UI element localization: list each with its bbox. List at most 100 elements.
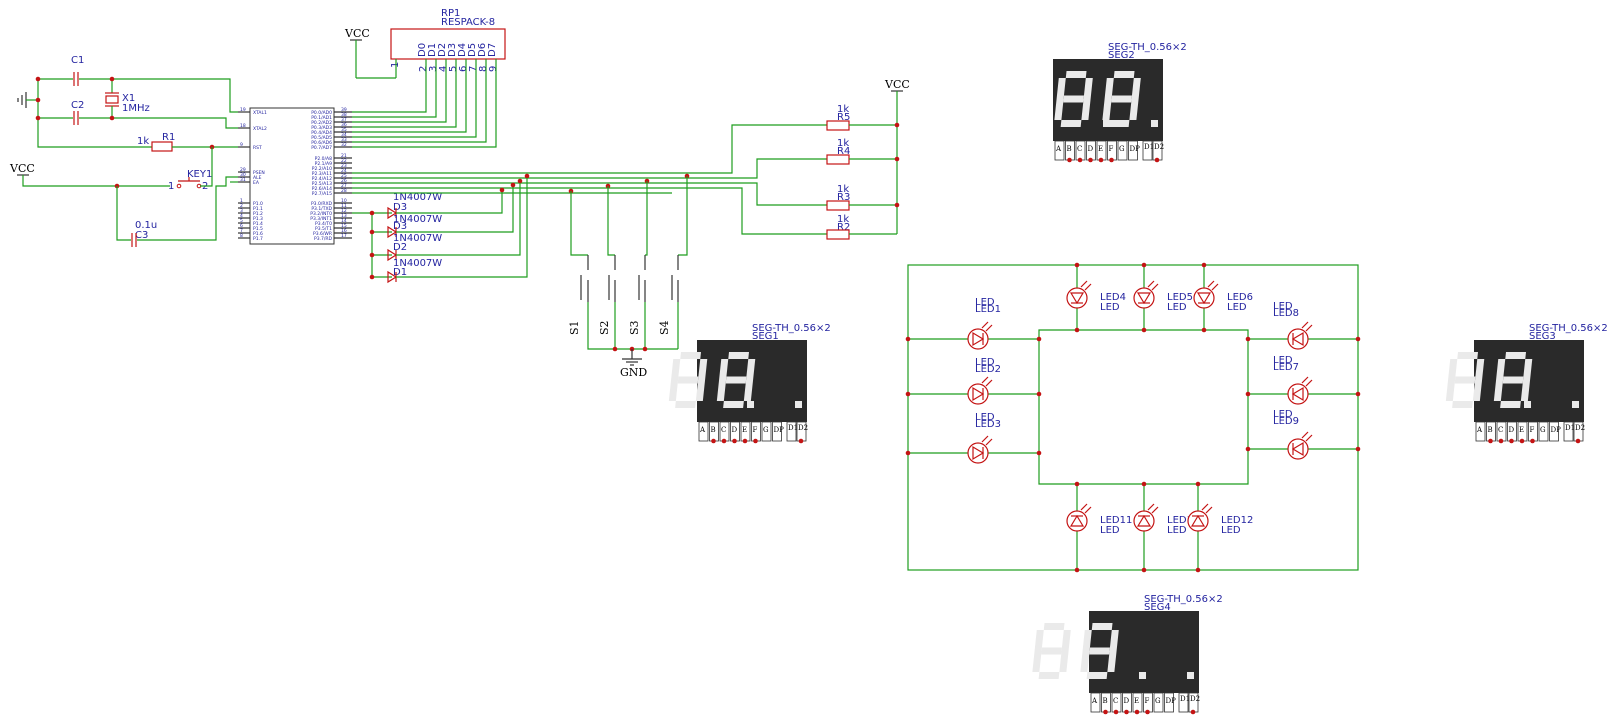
svg-text:3: 3	[240, 208, 243, 214]
svg-text:P2.2/A10: P2.2/A10	[312, 166, 332, 172]
svg-text:D1: D1	[393, 267, 407, 278]
svg-text:9: 9	[488, 66, 499, 72]
seg-pin-label: C	[1498, 426, 1503, 434]
svg-text:6: 6	[458, 66, 469, 72]
seg-pin-label: F	[1109, 145, 1114, 153]
seg-pin-label: C	[1077, 145, 1082, 153]
seg-pin-label: B	[1103, 697, 1108, 705]
svg-text:P1.7: P1.7	[253, 236, 263, 242]
led-value-label: LED	[1100, 525, 1120, 536]
switch-s1: S1	[568, 255, 678, 350]
seg-ref-label: SEG3	[1529, 331, 1556, 342]
svg-text:5: 5	[448, 66, 459, 72]
seg-pin-label: G	[763, 426, 769, 434]
svg-text:P1.5: P1.5	[253, 226, 263, 232]
svg-text:S1: S1	[568, 320, 581, 335]
led-value-label: LED	[1227, 302, 1247, 313]
svg-text:D6: D6	[477, 43, 488, 57]
svg-text:11: 11	[341, 203, 347, 209]
svg-text:27: 27	[341, 183, 347, 189]
led-value-label: LED	[1167, 302, 1187, 313]
svg-text:P3.5/T1: P3.5/T1	[315, 226, 332, 232]
svg-text:1N4007W: 1N4007W	[393, 214, 442, 225]
svg-text:D3: D3	[447, 43, 458, 57]
diode-array: 1N4007W D3 1N4007W D3 1N4007W D2 1N4007W…	[352, 176, 528, 284]
svg-text:VCC: VCC	[344, 27, 370, 40]
seg-pin-label: G	[1155, 697, 1161, 705]
svg-text:3: 3	[428, 66, 439, 72]
led-value-label: LED	[1273, 355, 1293, 366]
led-ref-label: LED9	[1273, 416, 1299, 427]
diode-d1: 1N4007W D1	[387, 176, 528, 284]
svg-text:EA: EA	[253, 180, 260, 186]
seg-value-label: SEG-TH_0.56×2	[752, 323, 831, 334]
svg-text:P0.2/AD2: P0.2/AD2	[311, 120, 332, 126]
rp1-pins: D0 D1 D2 D3 D4 D5 D6 D7 2 3 4 5 6 7 8 9	[417, 43, 499, 72]
svg-text:R2: R2	[837, 222, 850, 233]
svg-text:P0.0/AD0: P0.0/AD0	[311, 110, 332, 116]
svg-text:P0.7/AD7: P0.7/AD7	[311, 145, 332, 151]
seg-pin-label: F	[753, 426, 758, 434]
svg-text:1k: 1k	[837, 104, 849, 115]
svg-text:30: 30	[240, 172, 246, 178]
svg-text:34: 34	[341, 132, 347, 138]
svg-text:21: 21	[341, 153, 347, 159]
svg-text:D3: D3	[393, 221, 407, 232]
svg-text:8: 8	[478, 66, 489, 72]
svg-text:8: 8	[240, 233, 243, 239]
svg-text:P1.0: P1.0	[253, 201, 263, 207]
svg-text:0.1u: 0.1u	[135, 220, 157, 231]
ground-icon-switches	[622, 349, 642, 366]
svg-text:X1: X1	[122, 93, 135, 104]
resistor-r4: 1k R4	[826, 138, 897, 165]
svg-text:1N4007W: 1N4007W	[393, 233, 442, 244]
switch-s3: S3	[628, 255, 646, 349]
svg-text:1N4007W: 1N4007W	[393, 192, 442, 203]
seg-pin-label: B	[1488, 426, 1493, 434]
svg-text:31: 31	[240, 177, 246, 183]
seg-value-label: SEG-TH_0.56×2	[1108, 42, 1187, 53]
svg-text:1k: 1k	[837, 184, 849, 195]
svg-text:RST: RST	[253, 145, 262, 151]
mcu-right-pin-numbers: 39 38 37 36 35 34 33 32 21 22 23 24 25 2…	[341, 107, 347, 239]
svg-text:9: 9	[240, 142, 243, 148]
svg-text:P3.2/INT0: P3.2/INT0	[310, 211, 332, 217]
seg-pin-label: D	[1509, 426, 1515, 434]
svg-text:P1.4: P1.4	[253, 221, 263, 227]
svg-text:P2.4/A12: P2.4/A12	[312, 176, 332, 182]
svg-text:32: 32	[341, 142, 347, 148]
svg-text:D3: D3	[393, 202, 407, 213]
svg-text:17: 17	[341, 233, 347, 239]
led-ref-label: LED6	[1227, 292, 1253, 303]
svg-text:D7: D7	[487, 43, 498, 57]
seg-pin-label: DP	[1166, 697, 1177, 705]
resistor-r5: 1k R5	[826, 104, 897, 131]
seg-value-label: SEG-TH_0.56×2	[1144, 594, 1223, 605]
svg-text:ALE: ALE	[253, 175, 262, 181]
svg-text:23: 23	[341, 163, 347, 169]
led-value-label: LED	[1273, 301, 1293, 312]
seg-pin-label: G	[1119, 145, 1125, 153]
switch-array: S1 S2 S3 S4	[568, 255, 679, 379]
svg-text:38: 38	[341, 112, 347, 118]
svg-text:P0.5/AD5: P0.5/AD5	[311, 135, 332, 141]
svg-text:P1.6: P1.6	[253, 231, 263, 237]
led-value-label: LED	[975, 357, 995, 368]
led-ref-label: LED10	[1167, 515, 1199, 526]
svg-text:P1.3: P1.3	[253, 216, 263, 222]
seg-com-label: D1	[1180, 695, 1190, 703]
svg-text:10: 10	[341, 198, 347, 204]
seg-pin-label: D	[1088, 145, 1094, 153]
oscillator-circuit: C1 C2 X1 1MHz	[17, 55, 238, 148]
diode-d2: 1N4007W D2	[387, 181, 521, 262]
svg-text:P3.4/T0: P3.4/T0	[315, 221, 332, 227]
mcu-right-pin-names: P0.0/AD0 P0.1/AD1 P0.2/AD2 P0.3/AD3 P0.4…	[310, 110, 332, 242]
svg-text:36: 36	[341, 122, 347, 128]
